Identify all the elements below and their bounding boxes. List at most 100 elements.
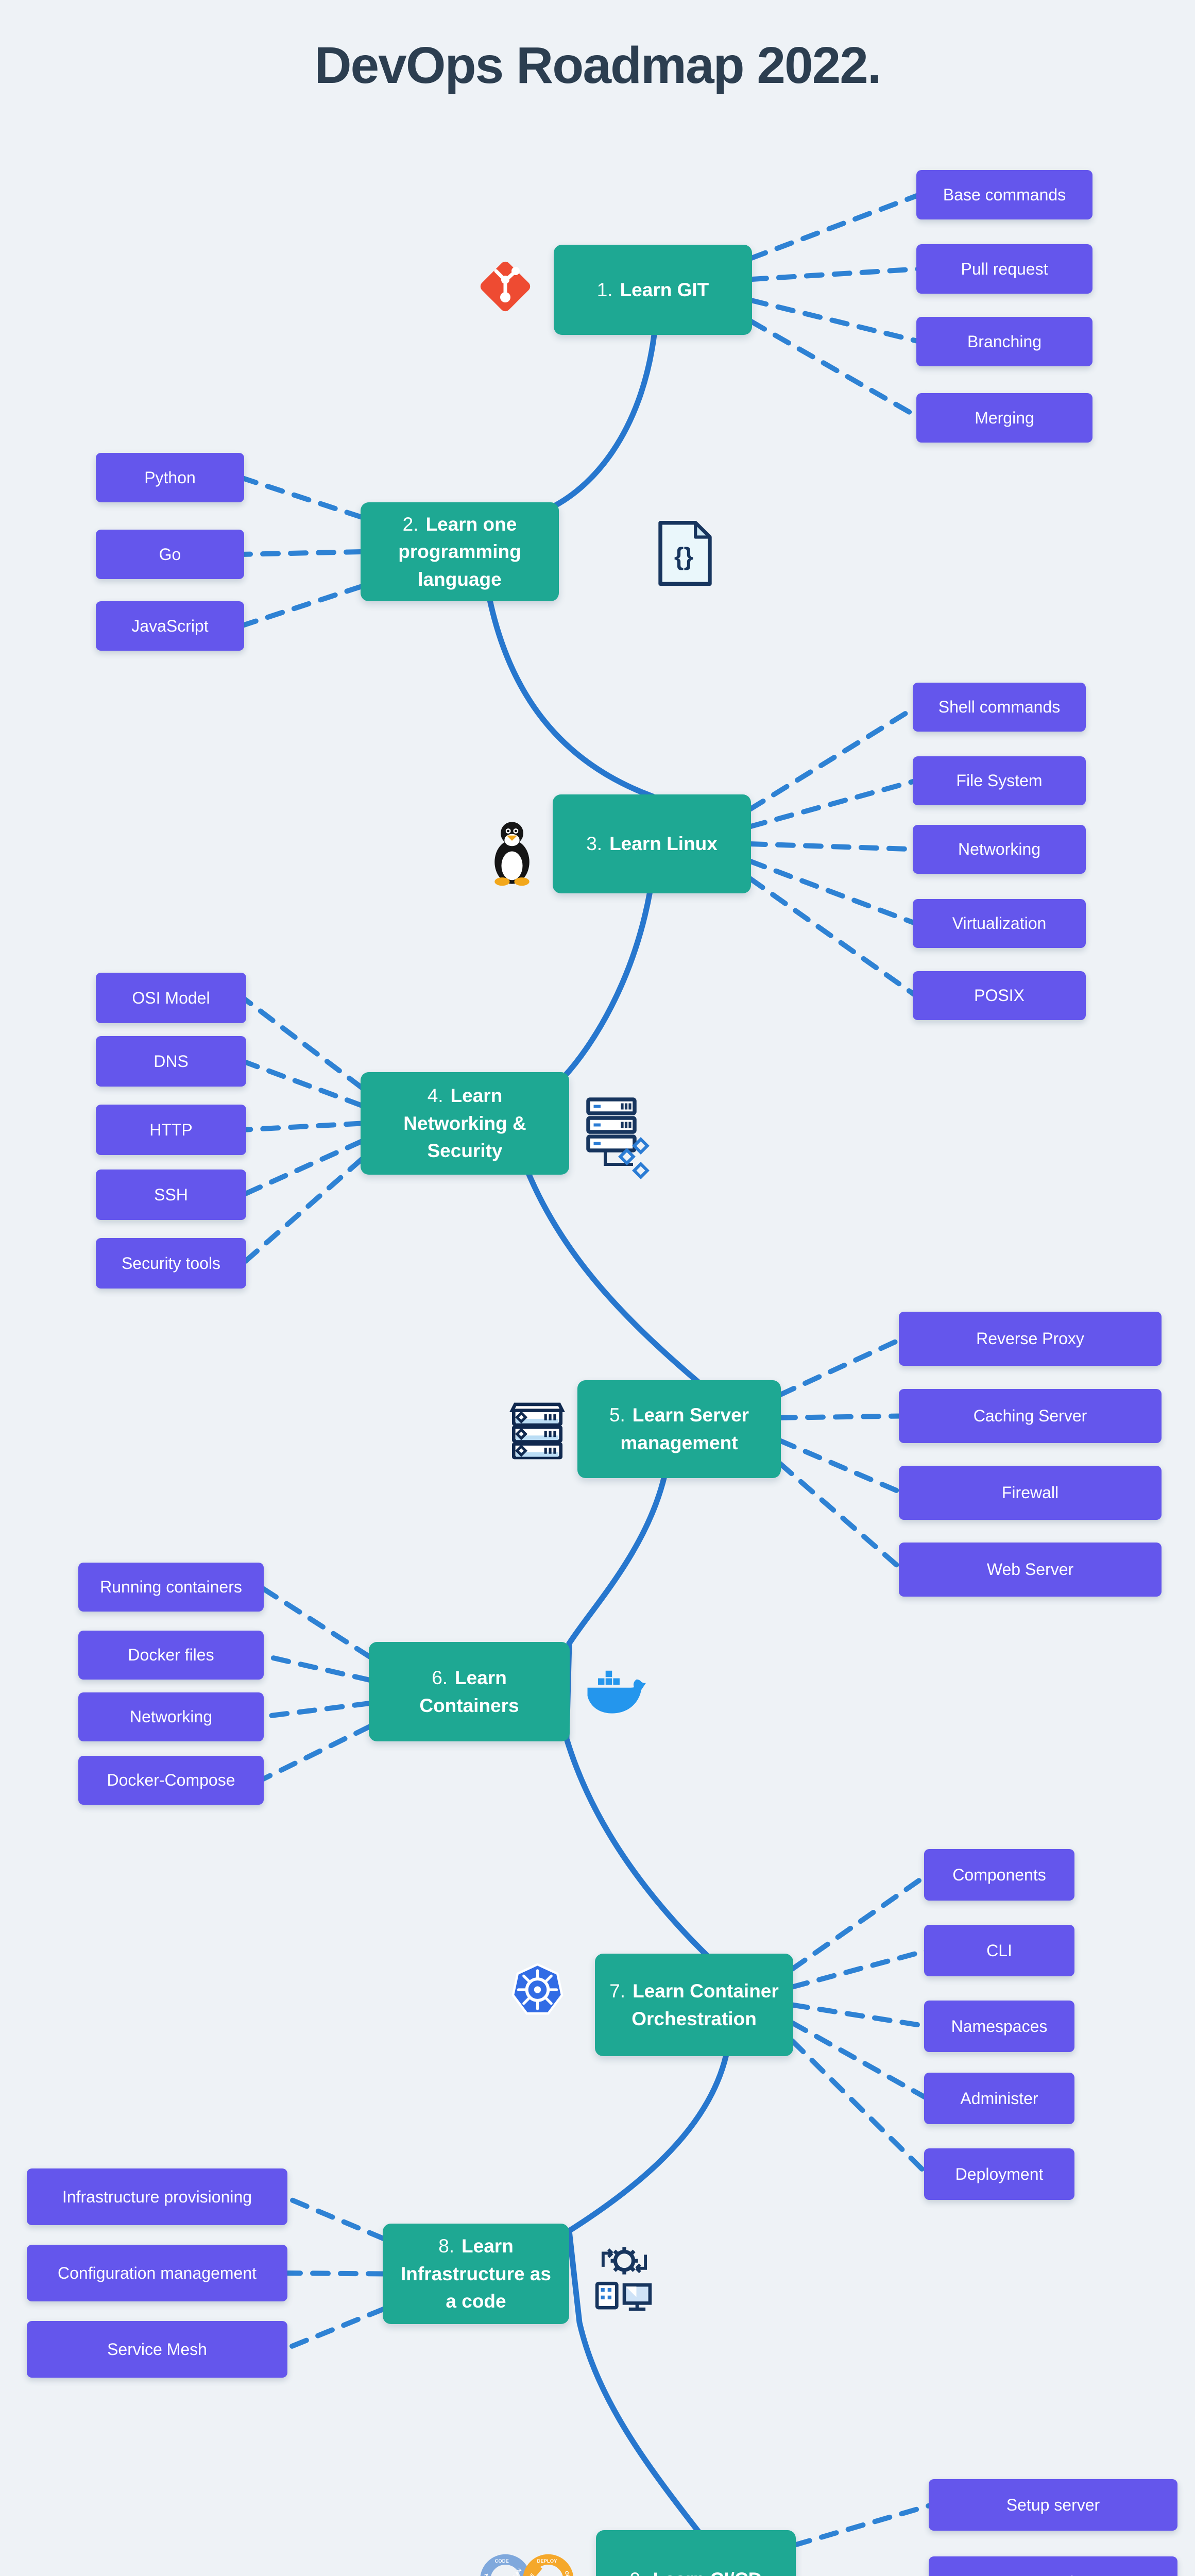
roadmap-step-label: 3. Learn Linux bbox=[586, 830, 718, 858]
kubernetes-icon bbox=[510, 1963, 565, 2018]
dashed-connector bbox=[790, 2020, 930, 2101]
topic-item-box: DNS bbox=[96, 1036, 246, 1087]
topic-item-box: Integration bbox=[929, 2556, 1177, 2576]
dashed-connector bbox=[258, 1701, 372, 1720]
step-title: Learn Networking & Security bbox=[403, 1085, 526, 1162]
roadmap-curve bbox=[486, 332, 729, 2576]
dashed-connector bbox=[747, 704, 918, 812]
topic-item-box: Reverse Proxy bbox=[899, 1312, 1162, 1366]
dashed-connector bbox=[241, 1059, 364, 1108]
server-stack-icon bbox=[509, 1401, 566, 1461]
topic-item-box: Configuration management bbox=[27, 2245, 287, 2301]
topic-item-box: Shell commands bbox=[913, 683, 1086, 732]
roadmap-step-box: 4.Learn Networking & Security bbox=[361, 1072, 569, 1175]
step-number: 1. bbox=[596, 279, 613, 300]
step-number: 4. bbox=[427, 1085, 443, 1107]
step-number: 9. bbox=[630, 2569, 646, 2576]
dashed-connector bbox=[282, 2270, 386, 2277]
topic-item-box: CLI bbox=[924, 1925, 1074, 1976]
dashed-connector bbox=[748, 192, 922, 261]
roadmap-step-box: 7.Learn Container Orchestration bbox=[595, 1954, 793, 2056]
dashed-connector bbox=[748, 297, 922, 344]
svg-text:BUILD: BUILD bbox=[483, 2573, 491, 2576]
roadmap-step-box: 3. Learn Linux bbox=[553, 794, 751, 893]
topic-item-box: Web Server bbox=[899, 1543, 1162, 1597]
roadmap-step-label: 5.Learn Server management bbox=[591, 1401, 767, 1456]
docker-whale-icon bbox=[585, 1666, 646, 1716]
topic-item-box: Firewall bbox=[899, 1466, 1162, 1520]
dashed-connector bbox=[238, 475, 364, 520]
topic-item-box: Virtualization bbox=[913, 899, 1086, 948]
dashed-connector bbox=[258, 1724, 372, 1783]
git-icon bbox=[478, 259, 533, 314]
topic-item-box: Python bbox=[96, 453, 244, 502]
dashed-connector bbox=[748, 318, 922, 420]
roadmap-step-label: 9. Learn CI/CD bbox=[630, 2566, 762, 2576]
topic-item-box: Go bbox=[96, 530, 244, 579]
topic-item-box: JavaScript bbox=[96, 601, 244, 651]
topic-item-box: OSI Model bbox=[96, 973, 246, 1023]
dashed-connector bbox=[792, 2502, 934, 2548]
dashed-connector bbox=[790, 2002, 930, 2029]
step-title: Learn Container Orchestration bbox=[631, 1980, 779, 2029]
dashed-connector bbox=[790, 1872, 930, 1972]
dashed-connector bbox=[747, 876, 918, 998]
step-title: Learn CI/CD bbox=[653, 2569, 762, 2576]
dashed-connector bbox=[258, 1652, 372, 1683]
step-title: Learn GIT bbox=[620, 279, 709, 300]
roadmap-step-label: 1. Learn GIT bbox=[597, 276, 709, 304]
topic-item-box: File System bbox=[913, 756, 1086, 805]
roadmap-step-box: 9. Learn CI/CD bbox=[596, 2530, 796, 2576]
svg-text:DEPLOY: DEPLOY bbox=[537, 2558, 557, 2564]
roadmap-step-box: 8.Learn Infrastructure as a code bbox=[383, 2224, 569, 2324]
dashed-connector bbox=[777, 1413, 904, 1420]
roadmap-step-box: 2.Learn one programming language bbox=[361, 502, 559, 601]
topic-item-box: Branching bbox=[916, 317, 1092, 366]
step-title: Learn Infrastructure as a code bbox=[401, 2235, 551, 2312]
roadmap-step-box: 6.Learn Containers bbox=[369, 1642, 570, 1741]
dashed-connector bbox=[790, 2038, 930, 2177]
dashed-connector bbox=[777, 1336, 904, 1398]
step-title: Learn Linux bbox=[609, 833, 718, 855]
roadmap-step-label: 8.Learn Infrastructure as a code bbox=[396, 2232, 556, 2315]
step-number: 8. bbox=[438, 2235, 455, 2257]
roadmap-step-label: 7.Learn Container Orchestration bbox=[608, 1977, 780, 2032]
code-file-icon: {} bbox=[655, 519, 715, 587]
topic-item-box: Components bbox=[924, 1849, 1074, 1901]
dashed-connector bbox=[747, 858, 918, 926]
topic-item-box: Docker files bbox=[78, 1631, 264, 1680]
topic-item-box: Infrastructure provisioning bbox=[27, 2168, 287, 2225]
iac-gear-icon bbox=[592, 2241, 656, 2312]
topic-item-box: Networking bbox=[913, 825, 1086, 874]
step-number: 6. bbox=[432, 1667, 448, 1688]
step-title: Learn Containers bbox=[419, 1667, 519, 1716]
dashed-connector bbox=[241, 1139, 364, 1197]
dashed-connector bbox=[258, 1584, 372, 1659]
step-number: 7. bbox=[609, 1980, 626, 2002]
dashed-connector bbox=[238, 549, 364, 557]
roadmap-step-box: 5.Learn Server management bbox=[577, 1380, 781, 1478]
roadmap-step-label: 6.Learn Containers bbox=[382, 1664, 556, 1719]
dashed-connector bbox=[747, 778, 918, 829]
topic-item-box: SSH bbox=[96, 1170, 246, 1220]
dashed-connector bbox=[241, 1121, 364, 1132]
step-number: 2. bbox=[402, 513, 419, 535]
step-number: 5. bbox=[609, 1404, 625, 1426]
topic-item-box: Base commands bbox=[916, 170, 1092, 219]
dashed-connector bbox=[241, 995, 364, 1090]
dashed-connector bbox=[777, 1461, 904, 1572]
roadmap-step-label: 4.Learn Networking & Security bbox=[374, 1082, 556, 1165]
step-number: 3. bbox=[586, 833, 603, 855]
network-security-icon bbox=[582, 1095, 653, 1181]
svg-text:OPERATE: OPERATE bbox=[564, 2570, 575, 2576]
step-title: Learn Server management bbox=[620, 1404, 749, 1453]
linux-tux-icon bbox=[488, 818, 536, 886]
dashed-connector bbox=[747, 841, 918, 852]
topic-item-box: Administer bbox=[924, 2073, 1074, 2124]
topic-item-box: Docker-Compose bbox=[78, 1756, 264, 1805]
dashed-connector bbox=[241, 1157, 364, 1266]
svg-text:{}: {} bbox=[674, 544, 693, 571]
dashed-connector bbox=[238, 584, 364, 629]
